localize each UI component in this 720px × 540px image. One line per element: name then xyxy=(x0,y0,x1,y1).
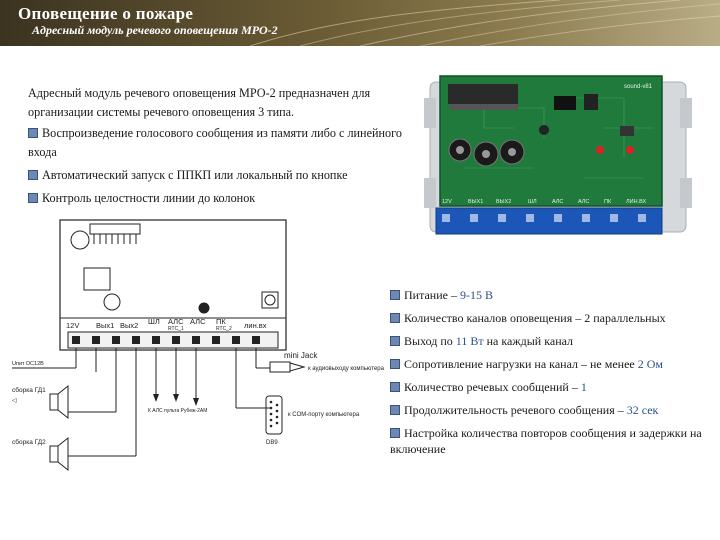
terminal-label: Вых1 xyxy=(96,321,114,330)
terminal-label: Вых2 xyxy=(120,321,138,330)
banner-decoration xyxy=(249,0,720,46)
audio-out-label: к аудиовыходу компьютера xyxy=(308,366,385,372)
board-terminal-label: ВЫХ2 xyxy=(496,199,511,205)
com-port-label: к COM-порту компьютера xyxy=(288,412,360,418)
bullet-icon xyxy=(390,336,400,346)
feature-list: Воспроизведение голосового сообщения из … xyxy=(28,124,408,212)
board-silk-model: sound-v81 xyxy=(624,84,653,90)
spec-item: Продолжительность речевого сообщения – 3… xyxy=(390,402,720,418)
bullet-icon xyxy=(390,428,400,438)
page-title: Оповещение о пожаре xyxy=(18,4,194,23)
terminal-label: АЛС xyxy=(190,317,206,326)
db9-label: DB9 xyxy=(266,440,278,446)
module-board-image: sound-v81 12V ВЫХ1 ВЫХ2 ШЛ АЛС АЛС ПК ЛИ… xyxy=(424,75,692,235)
terminal-sub-label: RTC_1 xyxy=(168,326,184,332)
bullet-icon xyxy=(28,170,38,180)
speaker2-label: сборка ГД2 xyxy=(12,438,46,446)
spec-item: Количество каналов оповещения – 2 паралл… xyxy=(390,310,720,326)
intro-text: Адресный модуль речевого оповещения МРО-… xyxy=(28,86,371,119)
feature-item: Контроль целостности линии до колонок xyxy=(28,189,408,208)
feature-item: Автоматический запуск с ППКП или локальн… xyxy=(28,166,408,185)
spec-item: Питание – 9-15 В xyxy=(390,287,720,303)
speaker1-label: сборка ГД1 xyxy=(12,386,46,394)
terminal-sub-label: RTC_2 xyxy=(216,326,232,332)
terminal-label: АЛС xyxy=(168,317,184,326)
spec-item: Количество речевых сообщений – 1 xyxy=(390,379,720,395)
terminal-label: лин.вх xyxy=(244,321,267,330)
power-label: Uпит DC12В xyxy=(12,361,44,367)
spec-item: Выход по 11 Вт на каждый канал xyxy=(390,333,720,349)
board-terminal-label: АЛС xyxy=(578,199,589,205)
board-terminal-label: ЛИН.ВХ xyxy=(626,199,646,205)
board-terminal-label: ПК xyxy=(604,199,612,205)
board-terminal-label: АЛС xyxy=(552,199,563,205)
bullet-icon xyxy=(28,193,38,203)
bullet-icon xyxy=(390,405,400,415)
wiring-diagram: 12V Вых1 Вых2 ШЛ АЛС АЛС ПК лин.вх RTC_1… xyxy=(12,219,385,472)
board-terminal-label: ШЛ xyxy=(528,199,537,205)
board-terminal-label: ВЫХ1 xyxy=(468,199,483,205)
mini-jack-label: mini Jack xyxy=(284,351,318,360)
terminal-label: ШЛ xyxy=(148,317,160,326)
header-banner: Оповещение о пожаре Адресный модуль рече… xyxy=(0,0,720,46)
specs-list: Питание – 9-15 В Количество каналов опов… xyxy=(390,287,720,464)
board-terminal-label: 12V xyxy=(442,199,452,205)
feature-item: Воспроизведение голосового сообщения из … xyxy=(28,126,402,159)
speaker-icon: ◁ xyxy=(12,398,17,404)
bullet-icon xyxy=(390,290,400,300)
spec-item: Сопротивление нагрузки на канал – не мен… xyxy=(390,356,720,372)
bullet-icon xyxy=(390,382,400,392)
terminal-label: 12V xyxy=(66,321,79,330)
bullet-icon xyxy=(390,359,400,369)
bullet-icon xyxy=(390,313,400,323)
terminal-label: ПК xyxy=(216,317,226,326)
page-subtitle: Адресный модуль речевого оповещения МРО-… xyxy=(32,23,278,37)
bullet-icon xyxy=(28,128,38,138)
spec-item: Настройка количества повторов сообщения … xyxy=(390,426,702,456)
als-label: К АЛС пульта Рубеж-2АМ xyxy=(148,408,207,414)
